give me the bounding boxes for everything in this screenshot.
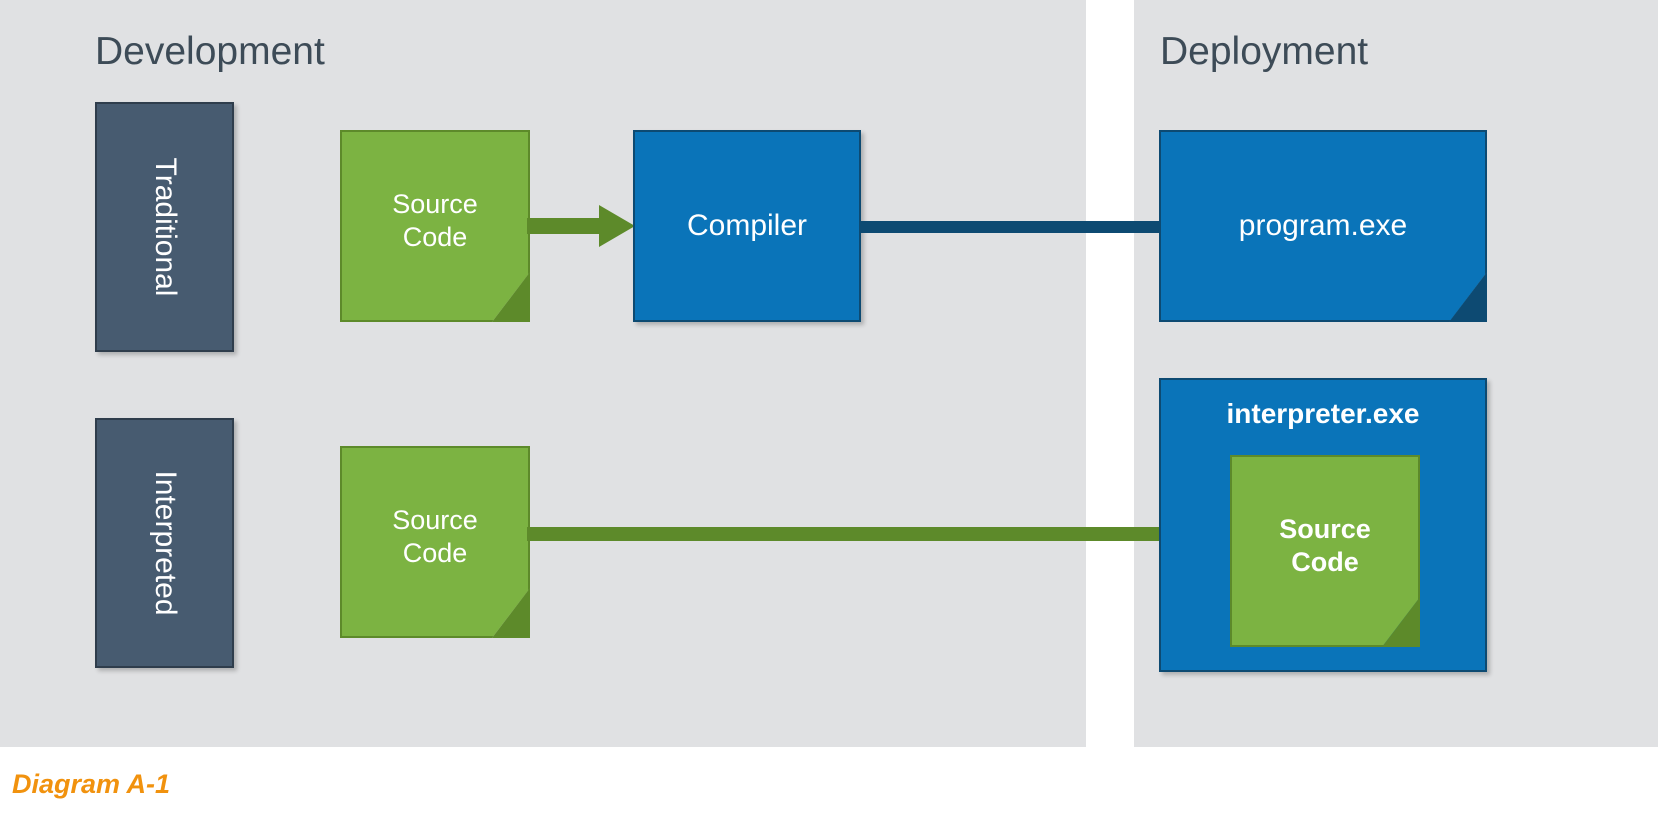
row-label-traditional: Traditional [95, 102, 234, 352]
document-shape [1159, 130, 1487, 322]
arrow-source-to-interpreter [527, 513, 1207, 555]
interpreter-exe-box: interpreter.exe Source Code [1159, 378, 1487, 672]
source-code-label: Source Code [392, 189, 478, 252]
development-title: Development [95, 30, 325, 73]
diagram-caption: Diagram A-1 [12, 769, 171, 799]
source-code-document-inside-interpreter: Source Code [1230, 455, 1420, 647]
arrow-compiler-to-program [859, 209, 1207, 245]
compiler-label: Compiler [686, 209, 808, 242]
deployment-title: Deployment [1160, 30, 1369, 73]
document-shape [340, 130, 530, 322]
interpreter-exe-label: interpreter.exe [1226, 398, 1420, 429]
source-code-label: Source Code [1279, 514, 1371, 577]
source-code-label: Source Code [392, 505, 478, 568]
compiler-box: Compiler [633, 130, 861, 322]
document-shape [1230, 455, 1420, 647]
row-label-traditional-text: Traditional [148, 157, 182, 297]
document-shape [340, 446, 530, 638]
arrow-source-to-compiler [527, 205, 637, 247]
program-exe-document: program.exe [1159, 130, 1487, 322]
source-code-document-traditional: Source Code [340, 130, 530, 322]
program-exe-label: program.exe [1238, 209, 1408, 242]
source-code-document-interpreted: Source Code [340, 446, 530, 638]
row-label-interpreted-text: Interpreted [148, 470, 182, 616]
row-label-interpreted: Interpreted [95, 418, 234, 668]
